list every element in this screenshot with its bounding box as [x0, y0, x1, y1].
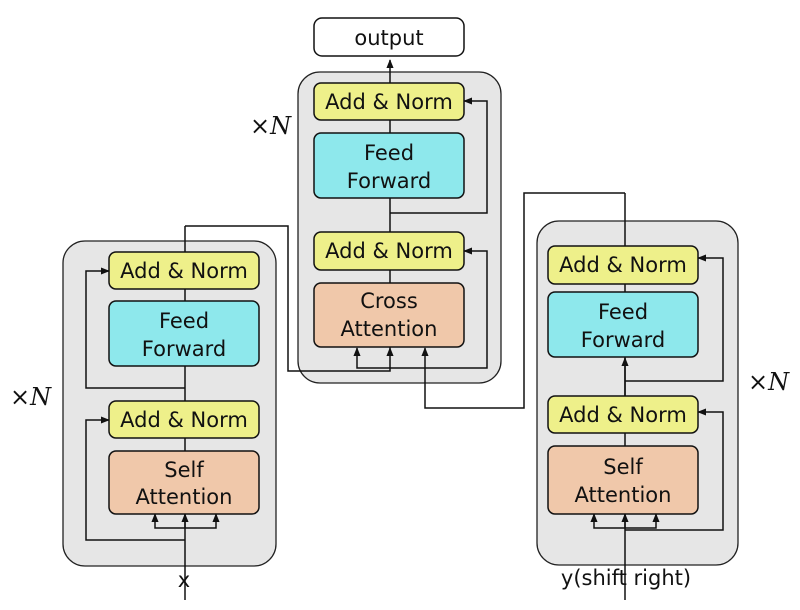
- cross-add-norm-bottom: Add & Norm: [313, 231, 465, 271]
- input-x-label: x: [178, 568, 190, 592]
- svg-text:Self: Self: [603, 455, 643, 479]
- cross-feed-forward: Feed Forward: [313, 132, 465, 199]
- svg-text:Add & Norm: Add & Norm: [120, 259, 248, 283]
- svg-text:Forward: Forward: [142, 337, 226, 361]
- decoder-add-norm-top: Add & Norm: [547, 245, 699, 285]
- decoder-add-norm-bottom: Add & Norm: [547, 395, 699, 434]
- encoder-add-norm-top: Add & Norm: [108, 251, 260, 290]
- cross-add-norm-top: Add & Norm: [313, 82, 465, 121]
- decoder-repeat-label: ×N: [748, 368, 790, 396]
- svg-text:Add & Norm: Add & Norm: [559, 253, 687, 277]
- svg-text:Attention: Attention: [136, 485, 233, 509]
- svg-text:Feed: Feed: [364, 141, 414, 165]
- output-label: output: [354, 26, 423, 50]
- encoder-repeat-label: ×N: [10, 383, 52, 411]
- encoder-self-attention: Self Attention: [108, 450, 260, 515]
- svg-text:Feed: Feed: [598, 300, 648, 324]
- svg-text:Cross: Cross: [360, 289, 418, 313]
- encoder-feed-forward: Feed Forward: [108, 300, 260, 367]
- svg-text:Feed: Feed: [159, 309, 209, 333]
- svg-text:Attention: Attention: [341, 317, 438, 341]
- input-y-label: y(shift right): [561, 566, 691, 590]
- svg-text:Forward: Forward: [581, 328, 665, 352]
- decoder-self-attention: Self Attention: [547, 445, 699, 515]
- svg-text:Add & Norm: Add & Norm: [559, 403, 687, 427]
- output-node: output: [313, 17, 465, 57]
- svg-text:Forward: Forward: [347, 169, 431, 193]
- svg-text:Add & Norm: Add & Norm: [325, 239, 453, 263]
- svg-text:Attention: Attention: [575, 483, 672, 507]
- svg-text:Add & Norm: Add & Norm: [325, 90, 453, 114]
- svg-text:Self: Self: [164, 458, 204, 482]
- decoder-feed-forward: Feed Forward: [547, 291, 699, 358]
- cross-repeat-label: ×N: [250, 112, 292, 140]
- encoder-add-norm-bottom: Add & Norm: [108, 400, 260, 439]
- svg-text:Add & Norm: Add & Norm: [120, 408, 248, 432]
- cross-attention-block: Cross Attention: [313, 282, 465, 348]
